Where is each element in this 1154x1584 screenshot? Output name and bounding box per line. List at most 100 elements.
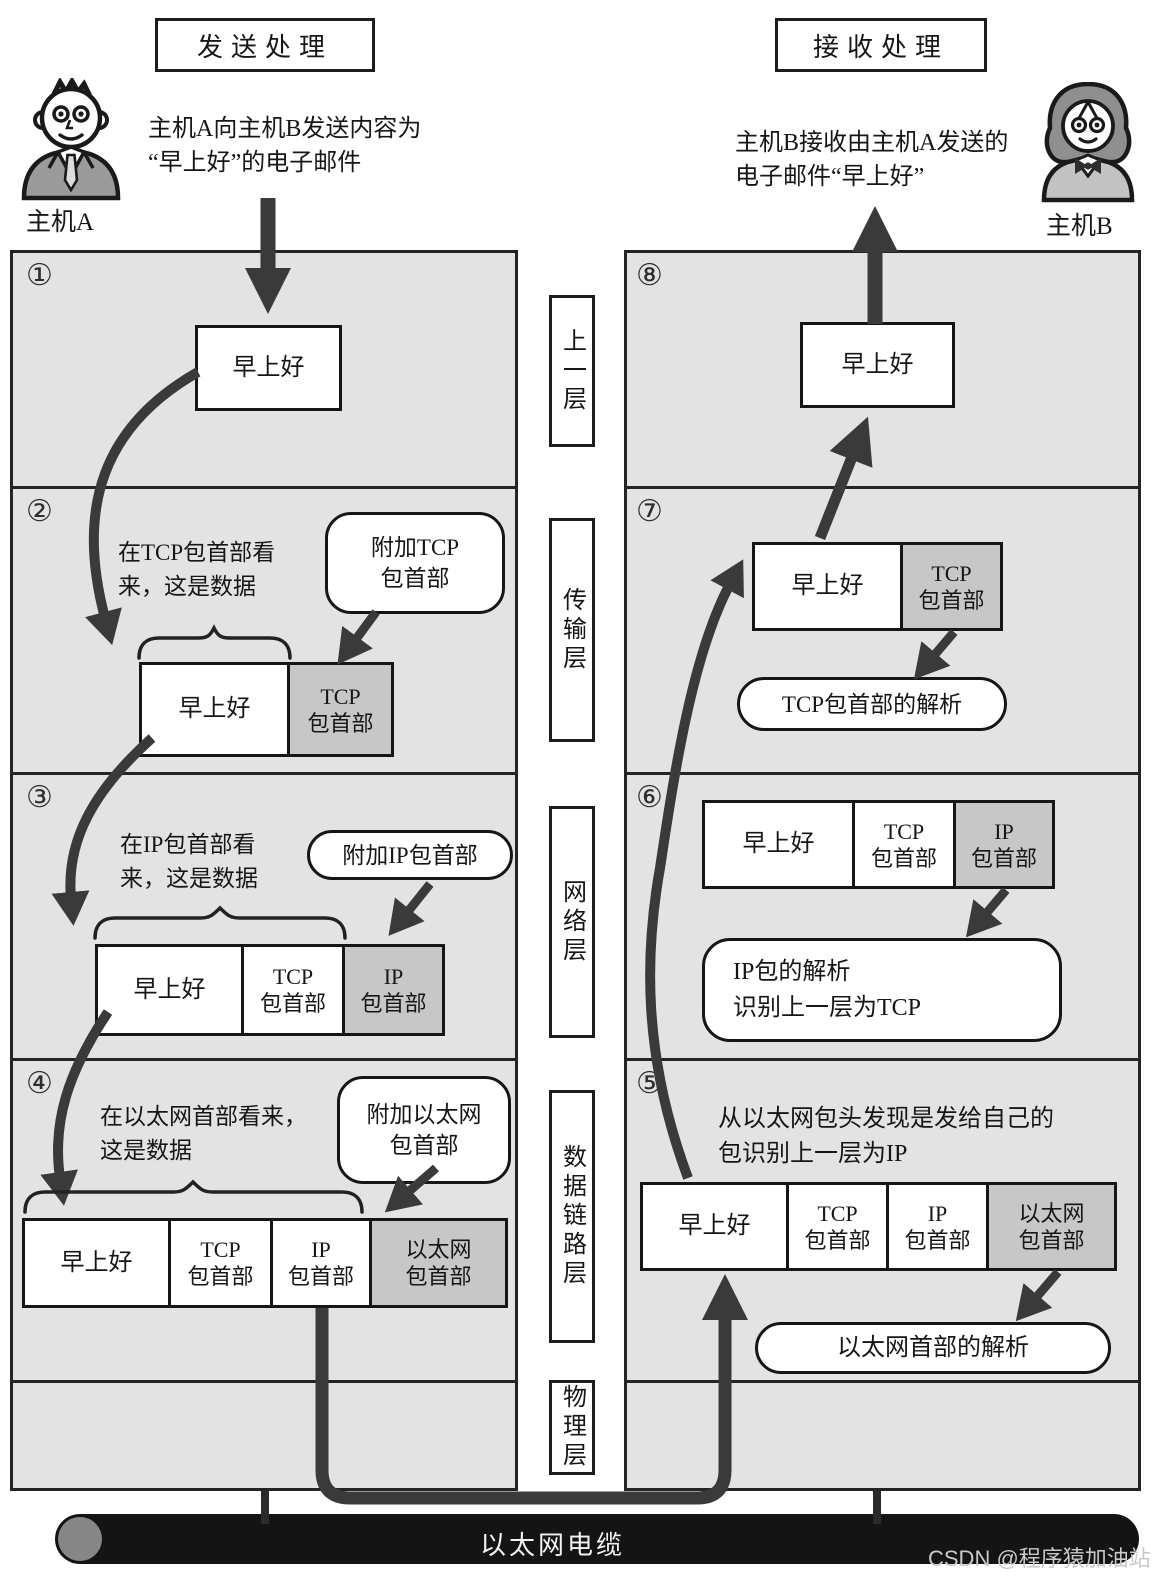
step-7-number: ⑦ (636, 494, 663, 529)
step5-data-box: 早上好 (640, 1182, 789, 1271)
step5-note-line1: 从以太网包头发现是发给自己的 (718, 1106, 1054, 1132)
step3-note: 在IP包首部看 来，这是数据 (120, 828, 258, 896)
step-3-number: ③ (26, 780, 53, 815)
ip-header-line2: 包首部 (904, 1227, 971, 1253)
step6-data-box: 早上好 (702, 800, 855, 889)
tcp-header-line2: 包首部 (187, 1264, 254, 1289)
host-b-avatar-icon (1041, 82, 1135, 203)
layer-separator (627, 772, 1138, 775)
step2-callout-line2: 包首部 (380, 566, 450, 591)
step1-data-box: 早上好 (195, 325, 342, 411)
send-process-header: 发送处理 (155, 18, 375, 72)
step7-callout-text: TCP包首部的解析 (781, 691, 963, 717)
layer-separator (13, 1380, 515, 1383)
host-a-caption-line2: “早上好”的电子邮件 (148, 150, 362, 176)
step3-note-line1: 在IP包首部看 (120, 832, 256, 857)
host-b-caption-line2: 电子邮件“早上好” (735, 164, 925, 190)
ethernet-header-line2: 包首部 (405, 1264, 472, 1289)
step5-callout-text: 以太网首部的解析 (837, 1334, 1029, 1361)
tcp-header-line2: 包首部 (918, 587, 985, 613)
receive-process-header: 接收处理 (775, 18, 987, 72)
tcp-header-line1: TCP (200, 1237, 241, 1262)
step2-callout-line1: 附加TCP (370, 535, 460, 560)
host-a-avatar-icon (21, 78, 121, 201)
layer-label-network: 网络层 (549, 806, 595, 1038)
step1-data-text: 早上好 (232, 354, 305, 381)
ethernet-cable-end-cap (58, 1517, 102, 1561)
ethernet-cable (55, 1514, 1139, 1564)
step2-data-box: 早上好 (139, 662, 290, 757)
step6-callout-line2: 识别上一层为TCP (733, 995, 922, 1021)
ethernet-header-line2: 包首部 (1018, 1227, 1085, 1253)
ip-header-line2: 包首部 (970, 845, 1037, 871)
step4-callout-line2: 包首部 (389, 1133, 459, 1158)
step4-tcp-header-box: TCP 包首部 (168, 1218, 273, 1308)
step5-ethernet-header-box: 以太网 包首部 (986, 1182, 1117, 1271)
step3-tcp-header-box: TCP 包首部 (241, 944, 345, 1036)
ip-header-line1: IP (927, 1200, 948, 1226)
step7-data-box: 早上好 (752, 542, 903, 631)
watermark: CSDN @程序猿加油站 (928, 1546, 1151, 1571)
step2-callout: 附加TCP 包首部 (325, 512, 505, 614)
step6-data-text: 早上好 (742, 831, 815, 857)
step2-note-line2: 来，这是数据 (118, 574, 256, 599)
layer-label-datalink: 数据链路层 (549, 1090, 595, 1343)
ip-header-line2: 包首部 (287, 1264, 354, 1289)
step2-note: 在TCP包首部看 来，这是数据 (118, 536, 275, 604)
host-a-caption-line1: 主机A向主机B发送内容为 (148, 116, 422, 142)
step4-ethernet-header-box: 以太网 包首部 (369, 1218, 508, 1308)
step-6-number: ⑥ (636, 780, 663, 815)
step4-callout: 附加以太网 包首部 (337, 1076, 511, 1184)
host-a-caption: 主机A向主机B发送内容为 “早上好”的电子邮件 (148, 112, 421, 180)
ip-header-line1: IP (994, 818, 1014, 844)
step2-note-line1: 在TCP包首部看 (118, 540, 276, 565)
tcp-header-line1: TCP (272, 964, 314, 989)
ethernet-cable-label: 以太网电缆 (480, 1531, 626, 1560)
ethernet-header-line1: 以太网 (1018, 1200, 1085, 1226)
step4-note-line2: 这是数据 (100, 1138, 192, 1163)
step-2-number: ② (26, 494, 53, 529)
layer-separator (13, 486, 515, 489)
step5-data-text: 早上好 (678, 1213, 751, 1239)
tcp-header-line2: 包首部 (804, 1227, 871, 1253)
ip-header-line2: 包首部 (360, 991, 427, 1016)
layer-label-physical: 物理层 (549, 1380, 595, 1475)
host-a-label: 主机A (26, 209, 95, 236)
step3-callout: 附加IP包首部 (307, 830, 513, 880)
step4-data-text: 早上好 (60, 1249, 133, 1276)
layer-separator (627, 1380, 1138, 1383)
step-4-number: ④ (26, 1066, 53, 1101)
host-b-label: 主机B (1046, 213, 1113, 240)
step7-callout: TCP包首部的解析 (737, 677, 1007, 731)
ip-header-line1: IP (311, 1237, 331, 1262)
tcp-header-line1: TCP (883, 818, 925, 844)
step4-note: 在以太网首部看来， 这是数据 (100, 1100, 307, 1168)
step6-tcp-header-box: TCP 包首部 (852, 800, 956, 889)
step8-data-box: 早上好 (800, 322, 955, 408)
step-5-number: ⑤ (636, 1066, 663, 1101)
host-b-caption-line1: 主机B接收由主机A发送的 (735, 130, 1009, 156)
tcp-header-line1: TCP (817, 1200, 858, 1226)
step2-data-text: 早上好 (178, 696, 251, 722)
step5-note: 从以太网包头发现是发给自己的 包识别上一层为IP (718, 1102, 1054, 1172)
layer-label-transport: 传输层 (549, 518, 595, 742)
step8-data-text: 早上好 (841, 351, 914, 378)
step7-tcp-header-box: TCP 包首部 (900, 542, 1003, 631)
step4-data-box: 早上好 (22, 1218, 171, 1308)
step2-tcp-header-box: TCP 包首部 (287, 662, 394, 757)
step3-ip-header-box: IP 包首部 (342, 944, 445, 1036)
step3-callout-text: 附加IP包首部 (342, 842, 478, 868)
step4-callout-line1: 附加以太网 (366, 1102, 482, 1127)
step3-data-text: 早上好 (133, 976, 206, 1003)
step4-note-line1: 在以太网首部看来， (100, 1104, 307, 1129)
step4-ip-header-box: IP 包首部 (270, 1218, 372, 1308)
step3-note-line2: 来，这是数据 (120, 866, 258, 891)
step-1-number: ① (26, 258, 53, 293)
tcp-header-line2: 包首部 (259, 991, 326, 1016)
tcp-header-line2: 包首部 (307, 710, 374, 736)
step6-callout-line1: IP包的解析 (733, 959, 851, 985)
tcp-header-line1: TCP (931, 560, 972, 586)
step-8-number: ⑧ (636, 258, 663, 293)
step6-ip-header-box: IP 包首部 (953, 800, 1055, 889)
